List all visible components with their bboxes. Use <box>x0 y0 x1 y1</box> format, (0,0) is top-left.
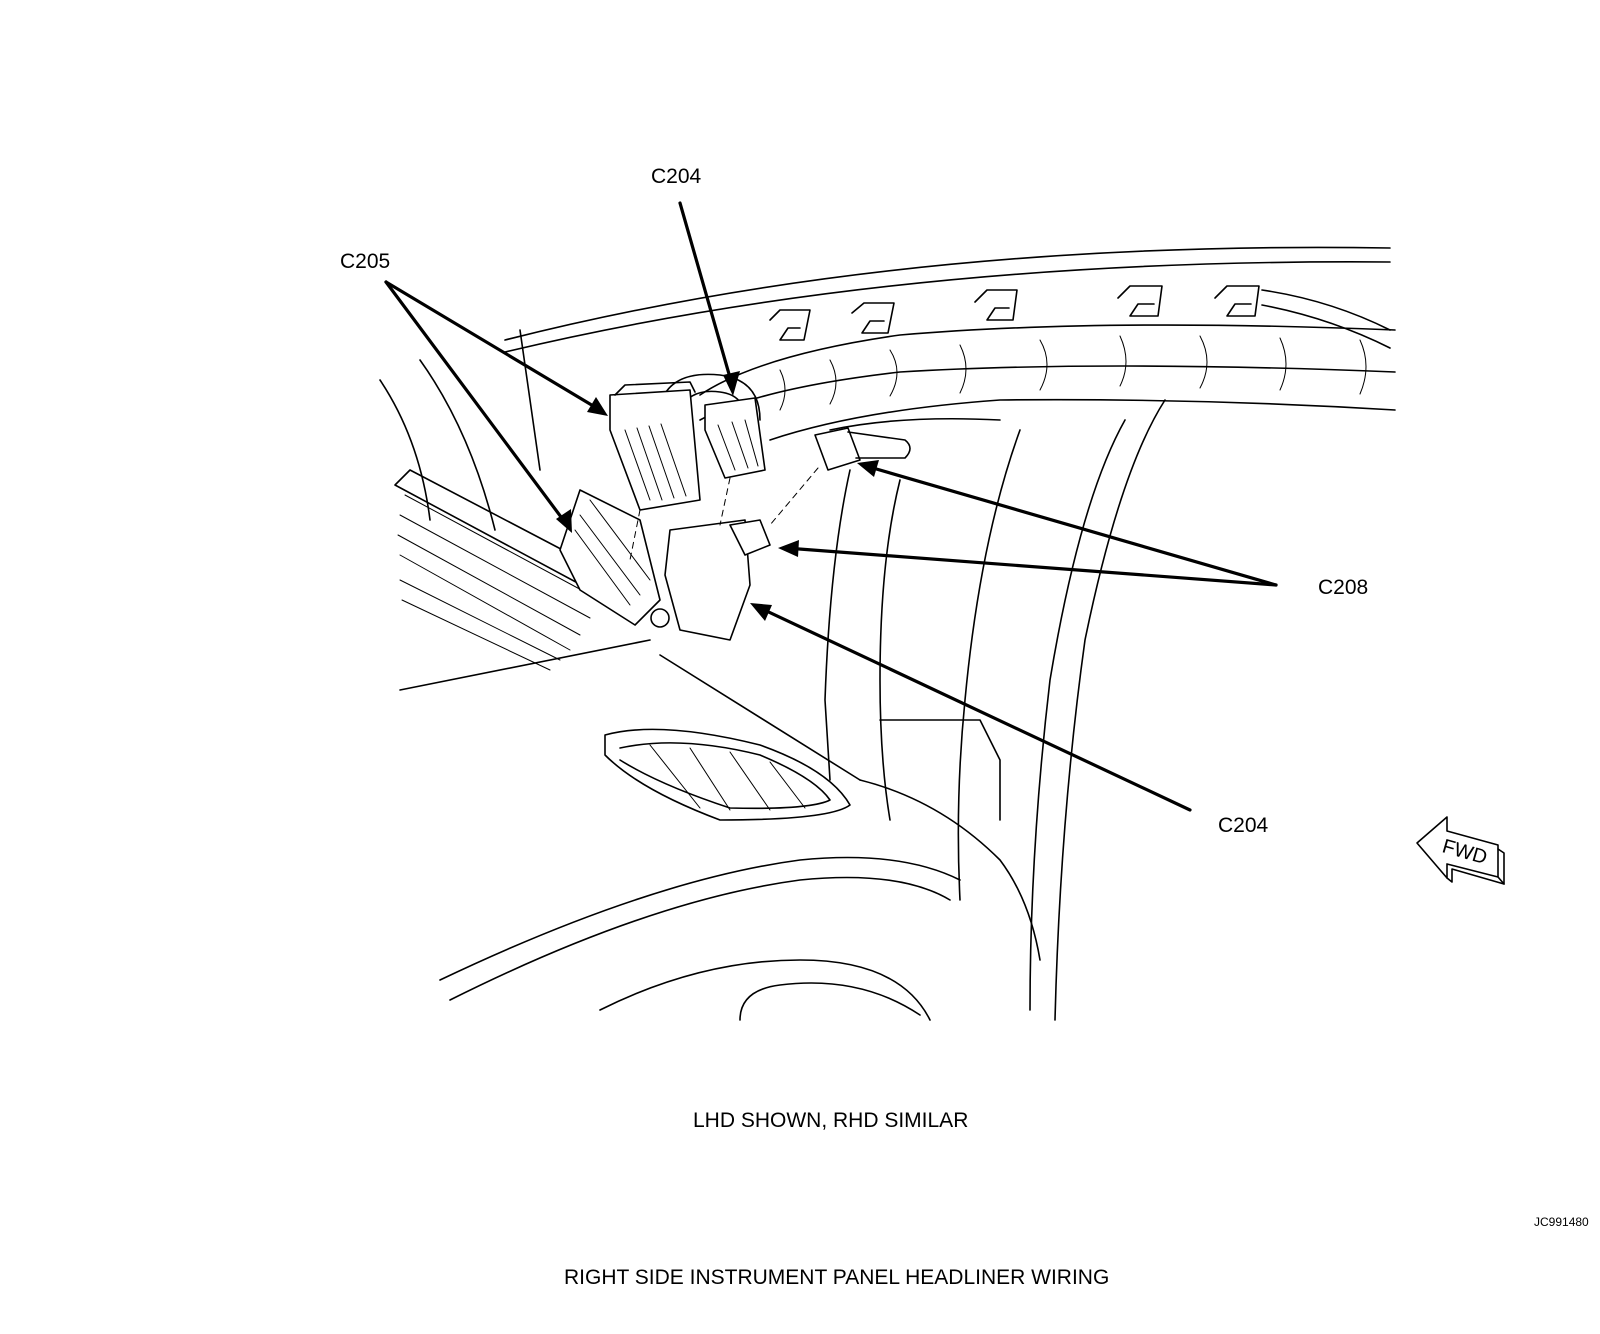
dash-vent <box>439 728 1041 1021</box>
callout-c205: C205 <box>340 250 391 273</box>
c205-connector <box>609 381 701 511</box>
alignment-lines <box>629 467 819 561</box>
c204-upper-connector <box>704 397 766 479</box>
headliner-roof-edge <box>504 246 1391 353</box>
note-caption: LHD SHOWN, RHD SIMILAR <box>693 1109 969 1132</box>
figure-id: JC991480 <box>1534 1215 1589 1229</box>
mounting-bracket <box>559 489 771 641</box>
a-pillar-trim <box>824 399 1166 1021</box>
figure-title: RIGHT SIDE INSTRUMENT PANEL HEADLINER WI… <box>564 1266 1110 1289</box>
c208-upper-connector <box>814 427 911 471</box>
harness-clips <box>769 285 1260 341</box>
wiring-harness <box>659 324 1396 441</box>
callout-c208: C208 <box>1318 576 1369 599</box>
callout-c204-top: C204 <box>651 165 702 188</box>
leader-arrows <box>384 201 1278 812</box>
fwd-arrow-icon <box>1416 816 1505 885</box>
callout-c204-lower: C204 <box>1218 814 1269 837</box>
